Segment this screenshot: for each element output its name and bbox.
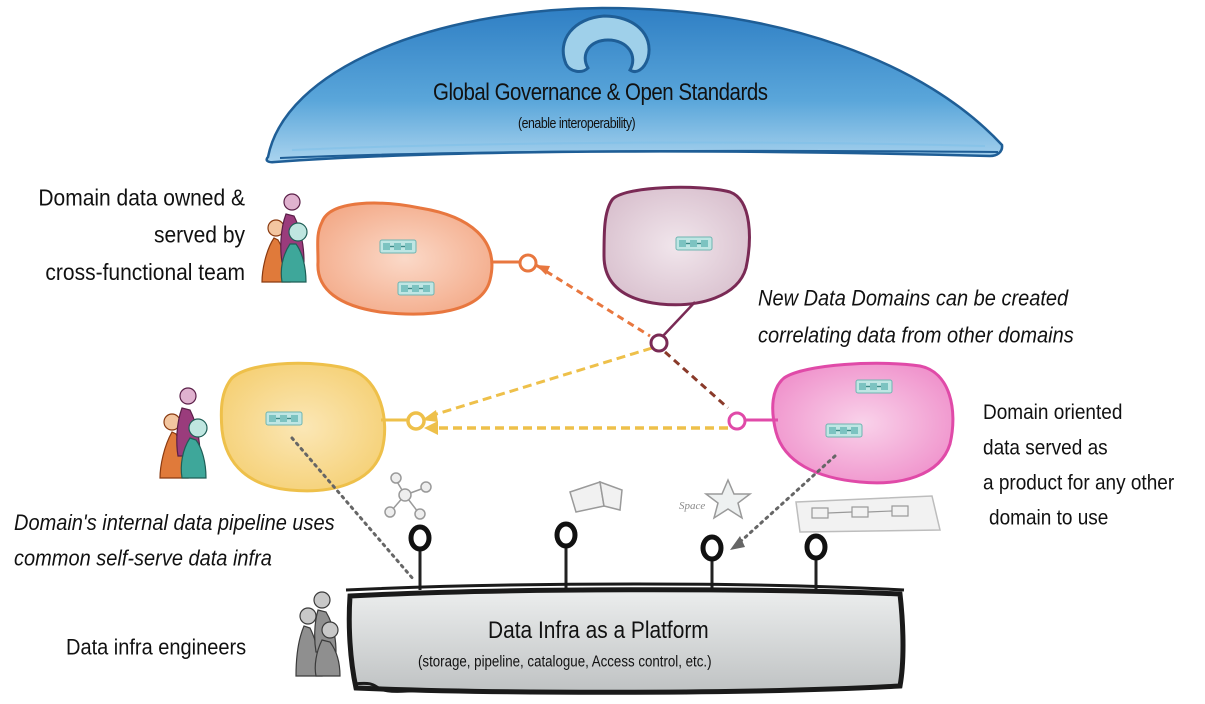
connector-ring-icon [406,411,426,431]
data-product-icon [379,239,417,254]
connector-ring-icon [649,333,669,353]
connector-ring-icon [727,411,747,431]
governance-dome [265,6,1004,164]
domain-orange [316,201,494,316]
platform-subtitle: (storage, pipeline, catalogue, Access co… [418,652,712,670]
governance-logo-icon [561,14,651,73]
data-product-icon [265,411,303,426]
engineers-annotation: Data infra engineers [66,636,247,661]
pipeline-usage-arrows [290,436,837,582]
product-annotation: Domain oriented data served as a product… [983,401,1175,531]
governance-title: Global Governance & Open Standards [433,78,768,106]
flow-sheet-doodle-icon [795,495,941,533]
domain-yellow [219,361,387,493]
connector-ring-icon [518,253,538,273]
team-people-icon [261,193,308,283]
platform-title: Data Infra as a Platform [488,616,709,644]
domain-purple [602,185,751,307]
data-product-icon [855,379,893,394]
svg-text:Space: Space [679,500,705,512]
data-product-icon [397,281,435,296]
domain-connectors [381,253,778,435]
books-doodle-icon [569,480,623,513]
new-domains-annotation: New Data Domains can be created correlat… [758,286,1074,349]
platform-sockets [408,521,828,592]
domain-pink [771,361,955,485]
star-doodle-icon: Space [679,478,753,520]
platform-box [345,582,906,695]
data-product-icon [675,236,713,251]
governance-subtitle: (enable interoperability) [518,115,636,132]
team-annotation: Domain data owned & served by cross-func… [38,185,245,286]
network-doodle-icon [384,472,432,520]
team-people-icon [159,387,208,479]
pipeline-annotation: Domain's internal data pipeline uses com… [14,511,335,571]
data-product-icon [825,423,863,438]
engineer-people-icon [295,591,341,677]
